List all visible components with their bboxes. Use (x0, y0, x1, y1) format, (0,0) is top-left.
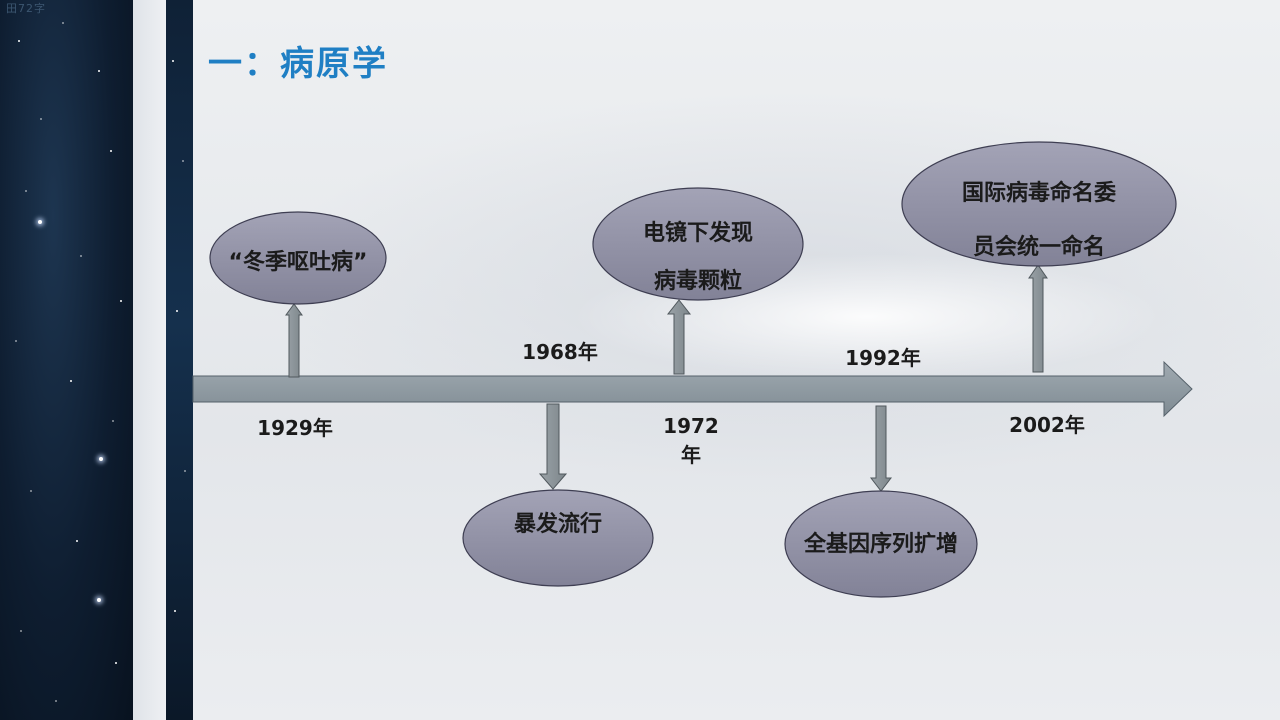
starfield-left-panel: 田72字 (0, 0, 133, 720)
star (112, 420, 114, 422)
star (172, 60, 174, 62)
event-oval-1972 (592, 187, 804, 301)
star (98, 70, 100, 72)
slide-title: 一：病原学 (208, 44, 388, 84)
star (110, 150, 112, 152)
year-label-2002: 2002年 (1009, 413, 1085, 437)
star (38, 220, 42, 224)
event-label-1968: 暴发流行 (513, 512, 602, 537)
divider-strip (133, 0, 166, 720)
star (176, 310, 178, 312)
event-label-line: 电镜下发现 (642, 221, 753, 246)
star (182, 160, 184, 162)
connector-arrow-up (1028, 264, 1048, 373)
star (80, 255, 82, 257)
star (18, 40, 20, 42)
event-oval-1929 (209, 211, 387, 305)
event-label-1992: 全基因序列扩增 (803, 532, 958, 557)
corner-mark: 田72字 (6, 2, 46, 15)
star (97, 598, 101, 602)
event-label-line: 病毒颗粒 (653, 269, 742, 294)
event-label-1972: 电镜下发现 病毒颗粒 (593, 206, 803, 310)
year-label-1929: 1929年 (257, 416, 333, 440)
event-label-line: 国际病毒命名委 (961, 181, 1116, 206)
star (30, 490, 32, 492)
star (76, 540, 78, 542)
slide-content-area (193, 0, 1280, 720)
event-label-1929: “冬季呕吐病” (228, 250, 368, 275)
connector-arrow-up (285, 303, 303, 378)
connector-arrow-up (666, 299, 692, 375)
star (62, 22, 64, 24)
star (15, 340, 17, 342)
year-label-line: 1972 (663, 414, 719, 438)
event-label-line: 员会统一命名 (972, 235, 1105, 260)
starfield-right-panel (166, 0, 193, 720)
year-label-1968: 1968年 (522, 340, 598, 364)
connector-arrow-down (538, 403, 568, 490)
event-oval-1992 (784, 490, 978, 598)
star (115, 662, 117, 664)
star (120, 300, 122, 302)
event-label-2002: 国际病毒命名委 员会统一命名 (902, 166, 1176, 276)
year-label-line: 年 (681, 443, 701, 467)
timeline-axis-arrow (192, 360, 1193, 418)
star (20, 630, 22, 632)
star (25, 190, 27, 192)
star (55, 700, 57, 702)
star (184, 470, 186, 472)
event-oval-1968 (462, 489, 654, 587)
event-oval-2002 (901, 141, 1177, 267)
year-label-1972: 1972 年 (651, 412, 731, 470)
star (99, 457, 103, 461)
star (40, 118, 42, 120)
year-label-1992: 1992年 (845, 346, 921, 370)
connector-arrow-down (869, 405, 893, 492)
star (70, 380, 72, 382)
star (174, 610, 176, 612)
